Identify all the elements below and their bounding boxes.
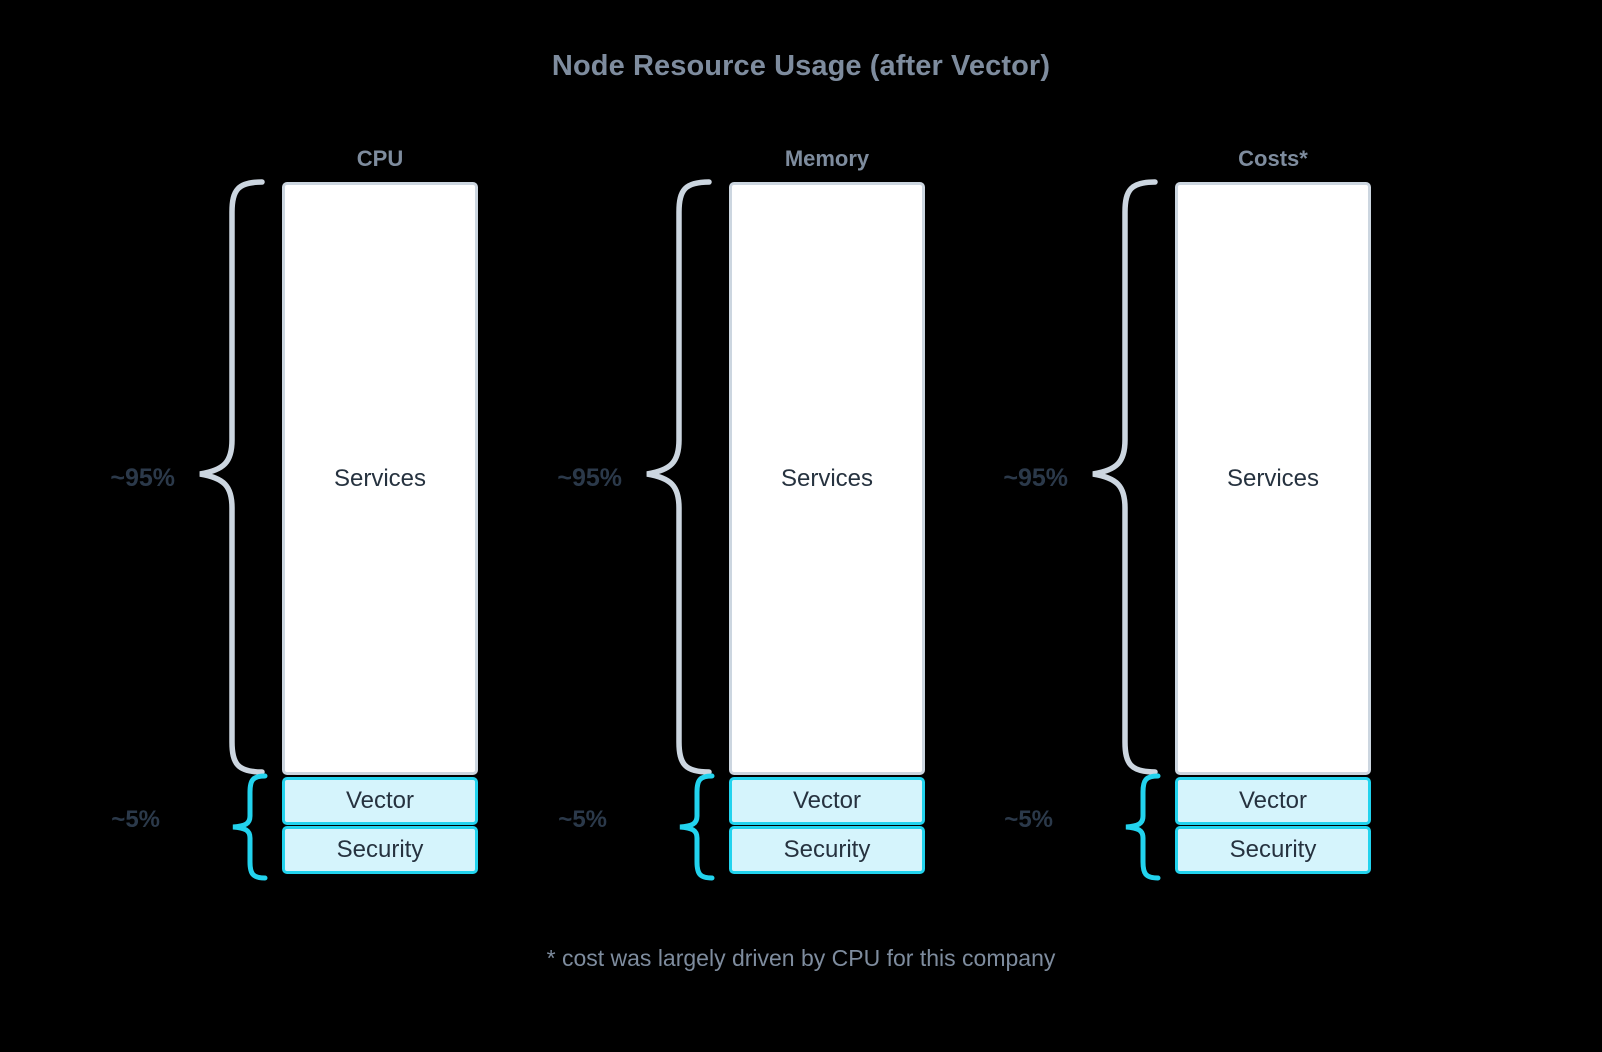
segment-label-services: Services — [1226, 464, 1320, 492]
segment-vector: Vector — [729, 777, 925, 825]
percent-label-services-memory: ~95% — [557, 464, 622, 492]
segment-services: Services — [282, 182, 478, 775]
brace-large-memory — [637, 178, 717, 778]
group-header-costs: Costs* — [1238, 146, 1308, 171]
brace-small-icon — [232, 773, 268, 881]
group-header-memory: Memory — [784, 146, 870, 171]
brace-small-memory — [672, 772, 718, 882]
segment-security: Security — [729, 826, 925, 874]
percent-label-services-costs: ~95% — [1003, 464, 1068, 492]
segment-vector: Vector — [1175, 777, 1371, 825]
brace-small-icon — [1125, 773, 1161, 881]
brace-large-icon — [1092, 179, 1158, 775]
percent-label-agents-memory: ~5% — [558, 806, 607, 833]
bar-group-cpu: CPU ~95% ~5% Services Vector Security — [0, 0, 478, 1052]
segment-services: Services — [1175, 182, 1371, 775]
segment-label-security: Security — [783, 836, 871, 863]
percent-label-agents-cpu: ~5% — [111, 806, 160, 833]
page-title: Node Resource Usage (after Vector) — [551, 50, 1051, 82]
segment-security: Security — [1175, 826, 1371, 874]
segment-label-security: Security — [1229, 836, 1317, 863]
brace-small-cpu — [225, 772, 271, 882]
brace-large-icon — [199, 179, 265, 775]
segment-label-vector: Vector — [1238, 787, 1308, 814]
segment-label-vector: Vector — [792, 787, 862, 814]
segment-label-vector: Vector — [345, 787, 415, 814]
bar-group-memory: Memory ~95% ~5% Services Vector Security — [447, 0, 925, 1052]
segment-services: Services — [729, 182, 925, 775]
segment-vector: Vector — [282, 777, 478, 825]
brace-large-costs — [1083, 178, 1163, 778]
brace-small-costs — [1118, 772, 1164, 882]
brace-large-icon — [646, 179, 712, 775]
brace-large-cpu — [190, 178, 270, 778]
brace-small-icon — [679, 773, 715, 881]
bar-group-costs: Costs* ~95% ~5% Services Vector Security — [893, 0, 1371, 1052]
group-header-cpu: CPU — [356, 146, 404, 171]
percent-label-services-cpu: ~95% — [110, 464, 175, 492]
footnote-text: * cost was largely driven by CPU for thi… — [546, 945, 1056, 971]
segment-label-services: Services — [780, 464, 874, 492]
segment-label-services: Services — [333, 464, 427, 492]
percent-label-agents-costs: ~5% — [1004, 806, 1053, 833]
segment-security: Security — [282, 826, 478, 874]
segment-label-security: Security — [336, 836, 424, 863]
